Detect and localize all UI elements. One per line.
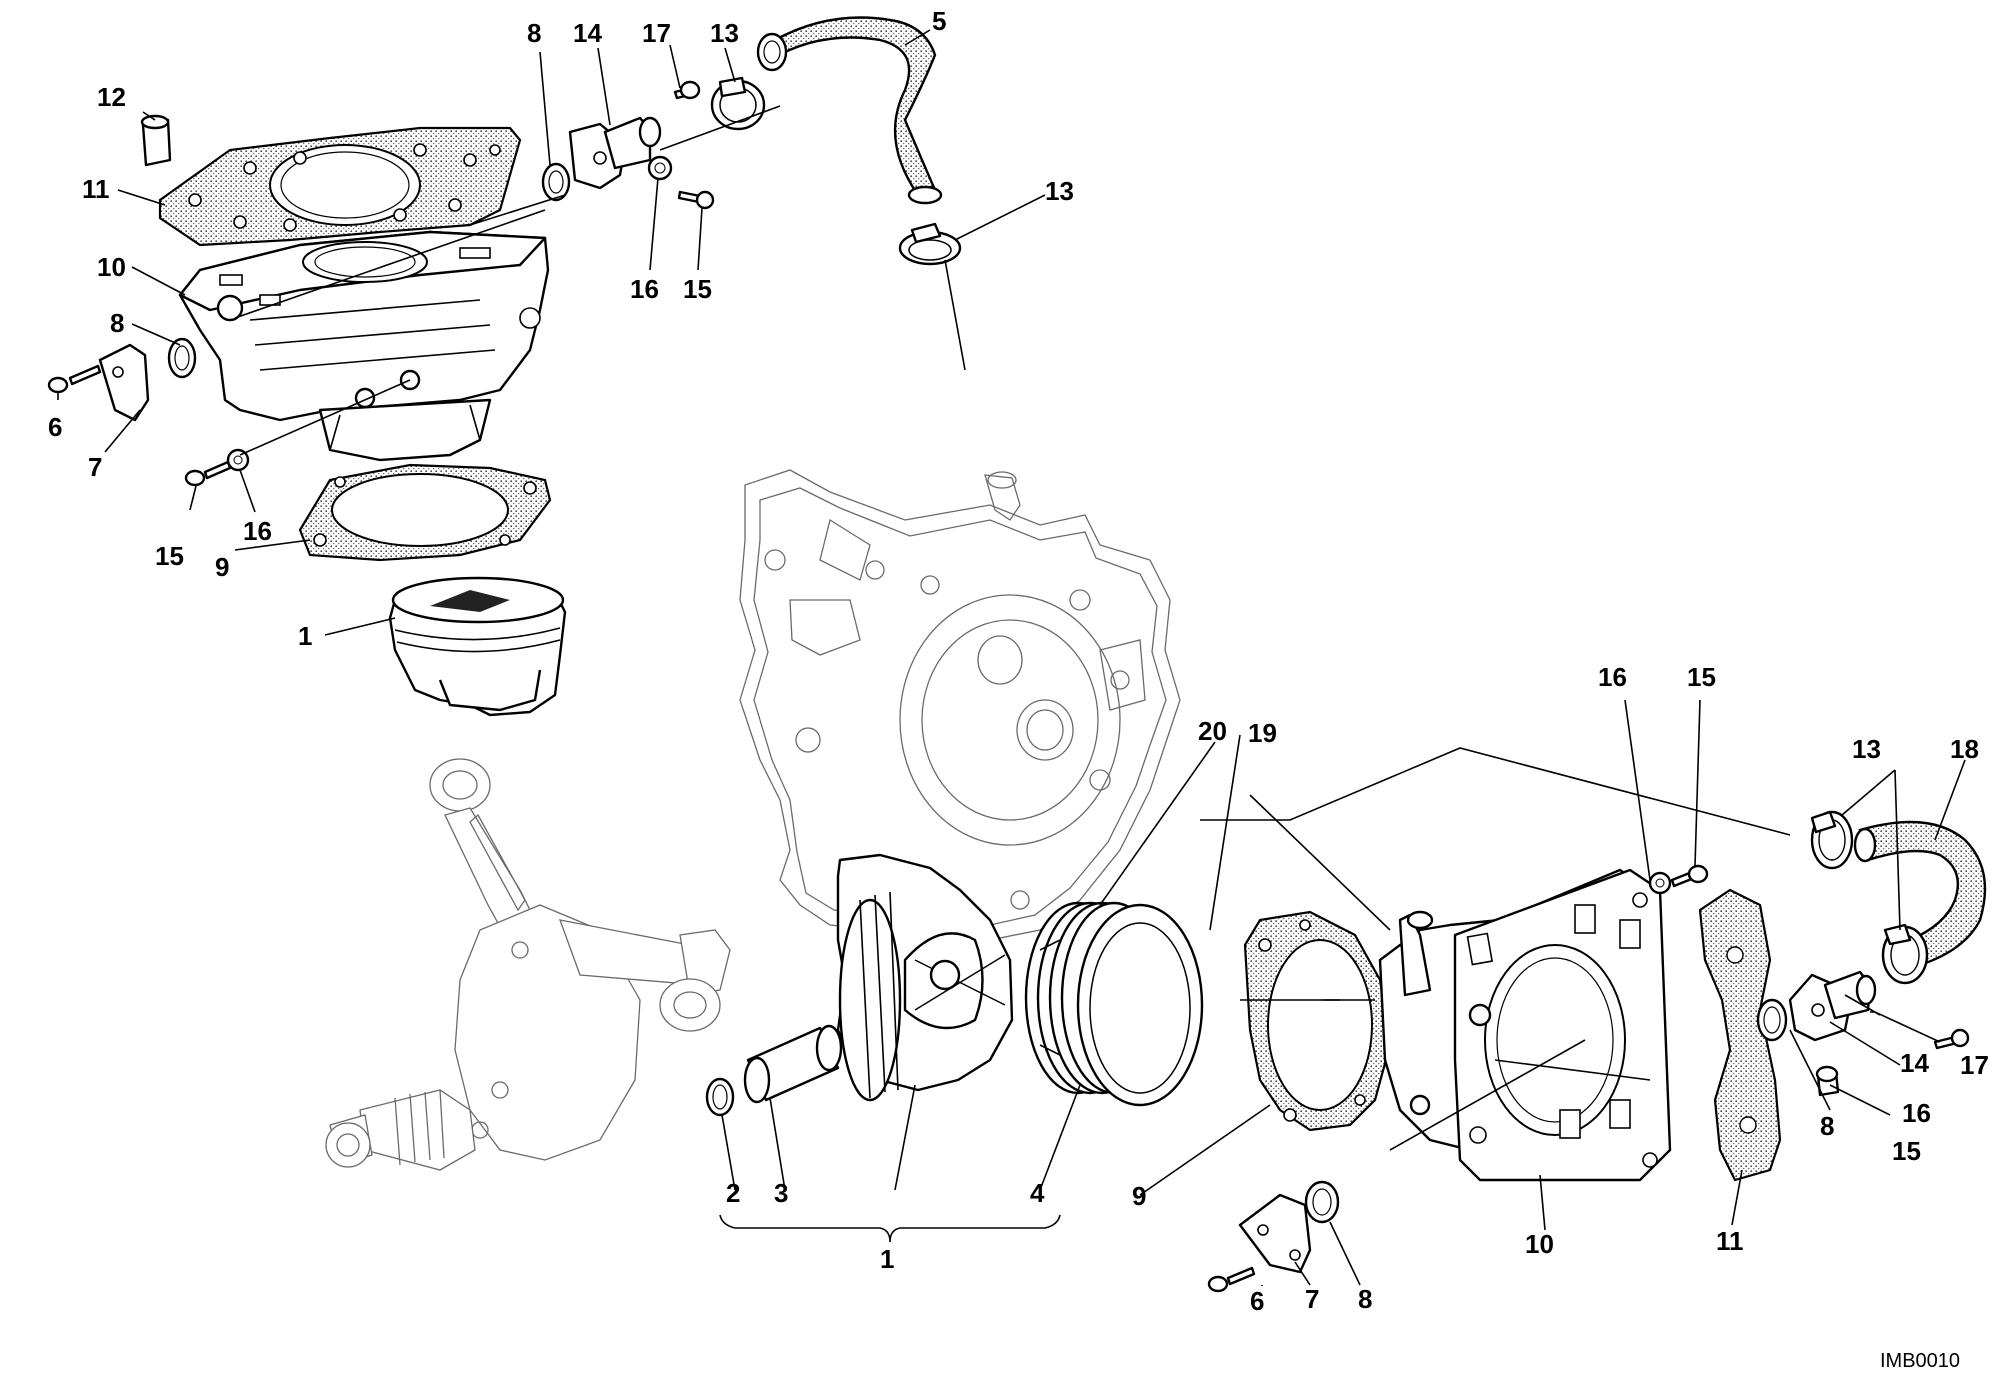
ref-15: 15 [155, 541, 184, 571]
dowel-icon [140, 114, 172, 167]
ref-1: 1 [880, 1244, 894, 1274]
ref-3: 3 [774, 1178, 788, 1208]
hose-clamp-icon [898, 222, 962, 266]
ref-15: 15 [1687, 662, 1716, 692]
crankcase-icon [739, 469, 1181, 951]
ref-13: 13 [1852, 734, 1881, 764]
bolt-icon [673, 80, 701, 100]
base-gasket-icon [298, 463, 552, 562]
bolt-icon [1933, 1028, 1970, 1050]
ref-6: 6 [1250, 1286, 1264, 1316]
bolt-icon [1670, 864, 1709, 888]
ref-14: 14 [573, 18, 602, 48]
base-gasket-icon [1243, 910, 1392, 1132]
ref-17: 17 [642, 18, 671, 48]
ref-8: 8 [527, 18, 541, 48]
hose-clamp-icon [1881, 923, 1929, 985]
ref-7: 7 [88, 452, 102, 482]
leader-lines [57, 29, 1966, 1286]
reference-numbers: 12 11 10 8 6 7 15 16 9 1 8 14 17 13 5 16… [48, 6, 1989, 1316]
hose-clamp-icon [1810, 810, 1854, 870]
ref-11: 11 [82, 174, 110, 204]
ref-9: 9 [215, 552, 229, 582]
crankshaft-icon [325, 758, 731, 1171]
cylinder-icon [178, 230, 550, 462]
ref-9: 9 [1132, 1181, 1146, 1211]
ref-17: 17 [1960, 1050, 1989, 1080]
cylinder-icon [1378, 868, 1672, 1182]
bolt-icon [1815, 1065, 1840, 1097]
ref-13: 13 [710, 18, 739, 48]
ref-10: 10 [97, 252, 126, 282]
ref-12: 12 [97, 82, 126, 112]
ref-11: 11 [1716, 1226, 1744, 1256]
cylinder-head-gasket-icon [1698, 888, 1782, 1182]
ref-4: 4 [1030, 1178, 1045, 1208]
coolant-hose-icon [756, 16, 943, 205]
ref-16: 16 [630, 274, 659, 304]
ref-6: 6 [48, 412, 62, 442]
coolant-flange-icon [1238, 1193, 1312, 1274]
ref-16: 16 [1598, 662, 1627, 692]
ref-10: 10 [1525, 1229, 1554, 1259]
bolt-icon [47, 364, 102, 394]
coolant-flange-icon [1788, 970, 1877, 1042]
bolt-icon [184, 460, 232, 487]
ref-7: 7 [1305, 1284, 1319, 1314]
ref-15: 15 [683, 274, 712, 304]
ref-8: 8 [110, 308, 124, 338]
piston-icon [388, 576, 567, 717]
image-code: IMB0010 [1880, 1350, 1960, 1372]
ref-8: 8 [1820, 1111, 1834, 1141]
washer-icon [647, 155, 673, 181]
ref-16: 16 [1902, 1098, 1931, 1128]
ref-14: 14 [1900, 1048, 1929, 1078]
piston-rings-icon [1024, 901, 1204, 1107]
wrist-pin-icon [743, 1024, 843, 1104]
ref-18: 18 [1950, 734, 1979, 764]
ref-19: 19 [1248, 718, 1277, 748]
ref-1: 1 [298, 621, 312, 651]
bolt-icon [1207, 1266, 1256, 1293]
bolt-icon [677, 190, 715, 210]
piston-icon [836, 853, 1014, 1102]
ref-16: 16 [243, 516, 272, 546]
cylinder-head-gasket-icon [158, 126, 522, 247]
ref-20: 20 [1198, 716, 1227, 746]
ref-5: 5 [932, 6, 946, 36]
ref-13: 13 [1045, 176, 1074, 206]
ref-8: 8 [1358, 1284, 1372, 1314]
ref-15: 15 [1892, 1136, 1921, 1166]
coolant-flange-icon [568, 116, 662, 190]
coolant-flange-icon [98, 343, 150, 422]
ref-2: 2 [726, 1178, 740, 1208]
